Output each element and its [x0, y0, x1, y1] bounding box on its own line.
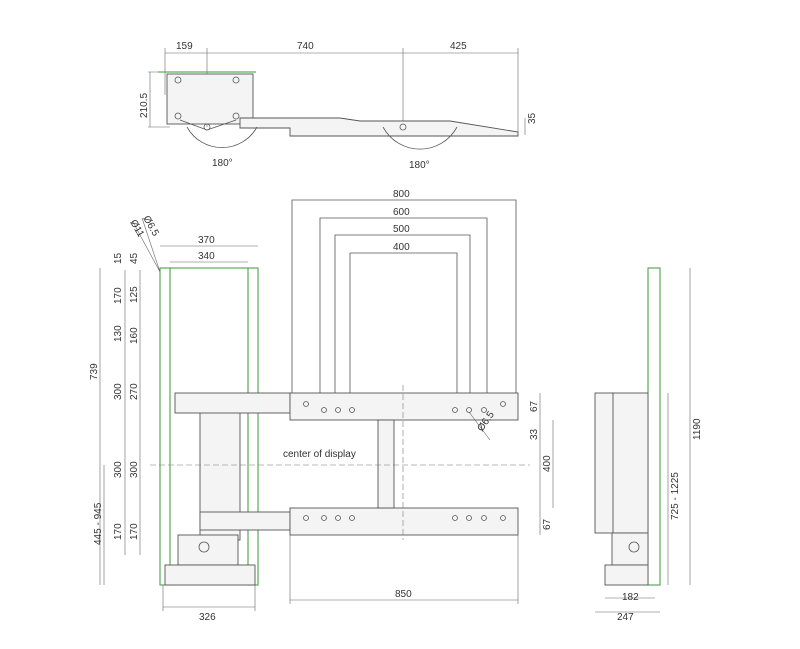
vesa-500-label: 500 [393, 224, 410, 235]
upper-display-rail [289, 392, 519, 421]
dim-210-5: 210.5 [139, 93, 150, 118]
dim-160: 160 [129, 327, 140, 344]
vesa-600-label: 600 [393, 207, 410, 218]
dim-170: 170 [113, 523, 124, 540]
dim-1190: 1190 [692, 418, 703, 440]
side-column [611, 392, 649, 534]
top-view: 159 740 425 210.5 180° 180° 35 [139, 41, 538, 171]
side-motor [611, 532, 649, 566]
bolt [174, 76, 182, 84]
dim-370: 370 [198, 235, 215, 246]
dim-740: 740 [297, 41, 314, 52]
dim-170: 170 [113, 287, 124, 304]
dim-67: 67 [542, 518, 553, 530]
dim-300: 300 [113, 383, 124, 400]
dim-300: 300 [129, 461, 140, 478]
lower-arm [199, 511, 291, 531]
dim-170: 170 [129, 523, 140, 540]
bolt [232, 76, 240, 84]
rotation-right-label: 180° [409, 160, 430, 171]
bolt [174, 112, 182, 120]
center-post [377, 419, 395, 509]
center-of-display-label: center of display [283, 449, 356, 460]
arm-top [239, 117, 519, 137]
dim-33: 33 [529, 428, 540, 440]
vesa-600-outline [319, 217, 488, 393]
leader [141, 217, 161, 273]
dim-35: 35 [527, 112, 538, 124]
upper-arm [174, 392, 291, 414]
dim-739: 739 [89, 363, 100, 380]
dim-45: 45 [129, 252, 140, 264]
dim-125: 125 [129, 286, 140, 303]
lower-display-rail [289, 507, 519, 536]
leader [468, 411, 491, 441]
rotation-left-label: 180° [212, 158, 233, 169]
bolt [232, 112, 240, 120]
motor-lock-icon [198, 541, 210, 553]
dim-850: 850 [395, 589, 412, 600]
dim-445-945: 445 - 945 [93, 502, 104, 545]
motor-housing-top [166, 73, 254, 125]
dim-340: 340 [198, 251, 215, 262]
vesa-500-outline [334, 234, 471, 393]
side-lock-icon [628, 541, 640, 553]
dim-67: 67 [529, 400, 540, 412]
dim-159: 159 [176, 41, 193, 52]
base-box [164, 564, 256, 586]
pivot-right [399, 123, 407, 131]
vesa-holes [303, 401, 506, 521]
dim-300: 300 [113, 461, 124, 478]
vesa-400-label: 400 [393, 242, 410, 253]
leader [132, 221, 161, 273]
dim-130: 130 [113, 325, 124, 342]
side-base [604, 564, 649, 586]
pivot-left [203, 123, 211, 131]
dim-425: 425 [450, 41, 467, 52]
rotation-arc-right [382, 126, 458, 150]
side-view: 1190 725 - 1225 182 247 [594, 267, 703, 623]
vesa-400-outline [349, 252, 458, 393]
dim-400: 400 [542, 455, 553, 472]
vesa-800-label: 800 [393, 189, 410, 200]
side-wall-plate [647, 267, 661, 586]
dim-725-1225: 725 - 1225 [670, 472, 681, 520]
dim-15: 15 [113, 252, 124, 264]
dim-270: 270 [129, 383, 140, 400]
dim-247: 247 [617, 612, 634, 623]
side-bracket [594, 392, 614, 534]
dim-326: 326 [199, 612, 216, 623]
rotation-arc-left [186, 126, 258, 148]
front-view: 800 600 500 400 370 340 Ø11 Ø6.5 center … [89, 189, 554, 623]
vesa-800-outline [291, 199, 517, 393]
dim-182: 182 [622, 592, 639, 603]
